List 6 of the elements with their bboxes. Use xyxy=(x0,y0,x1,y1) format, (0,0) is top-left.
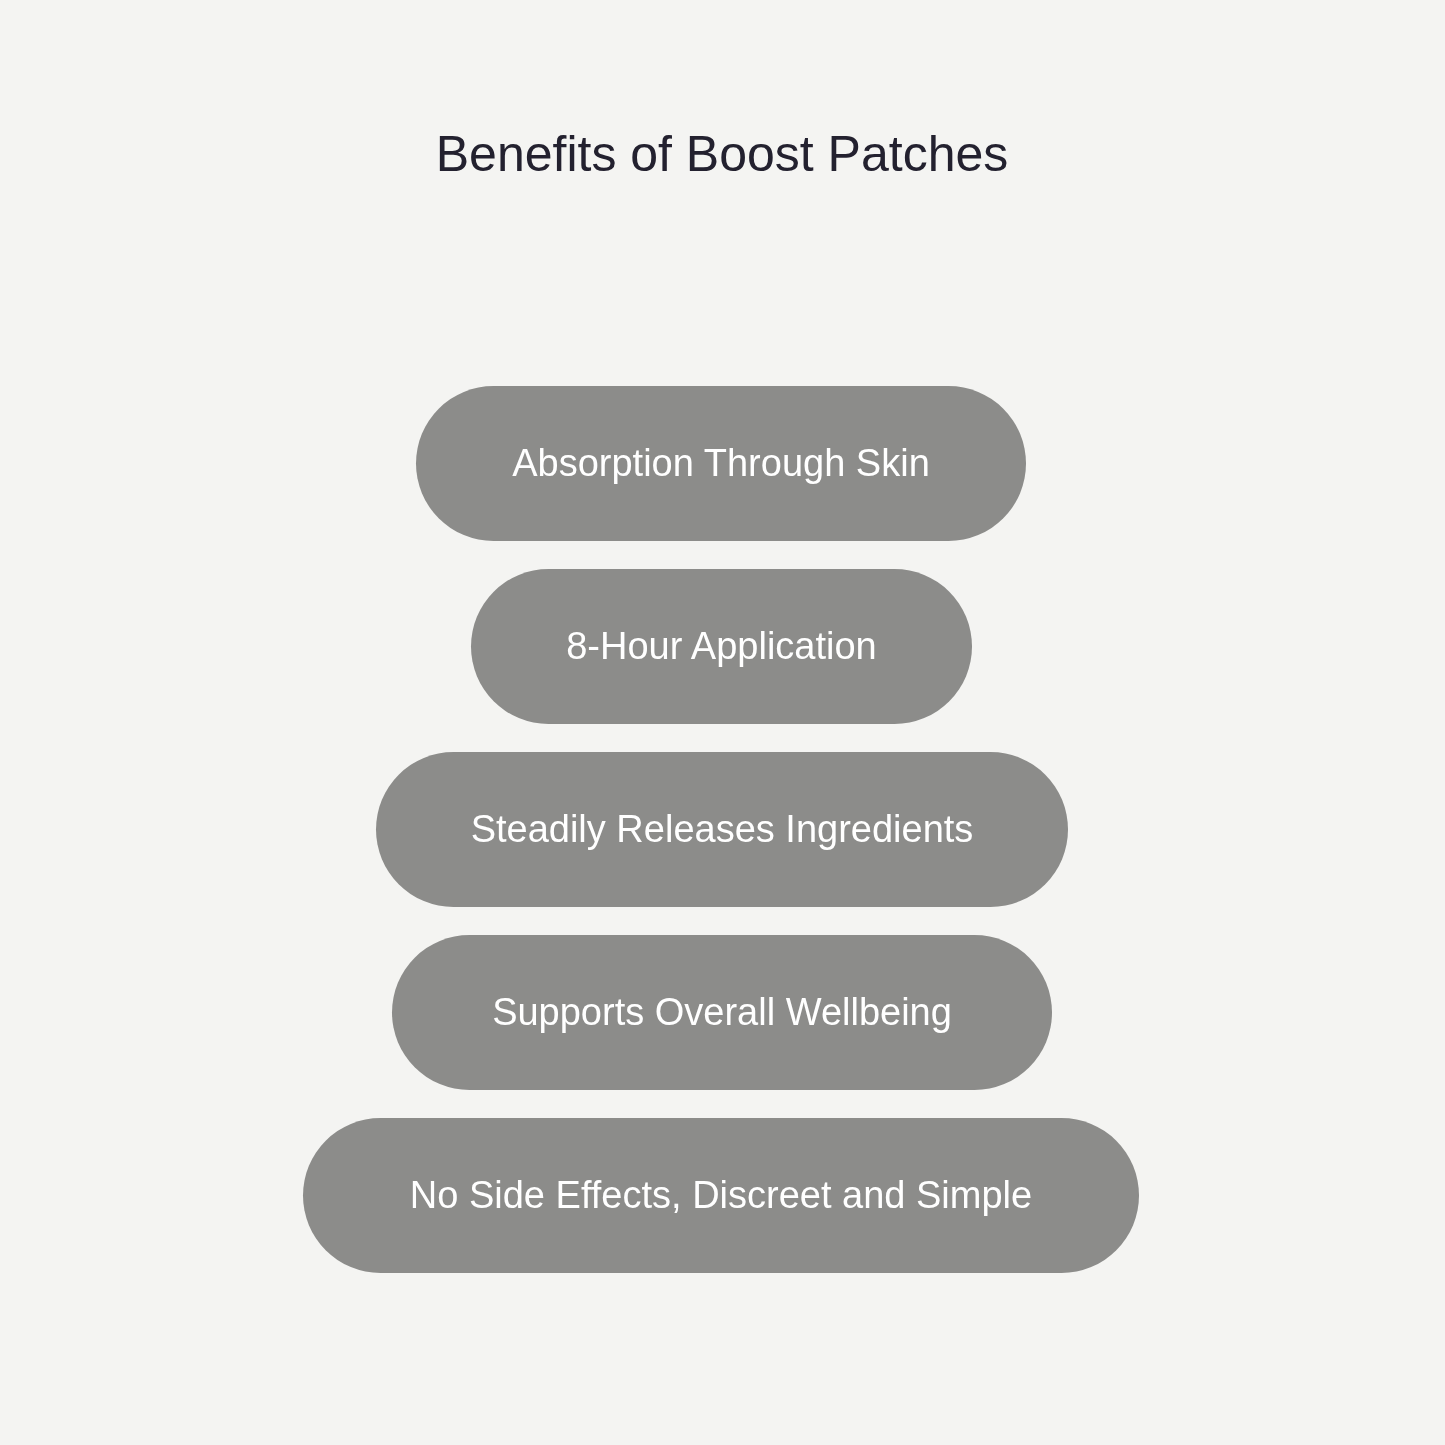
title: Benefits of Boost Patches xyxy=(434,125,1010,184)
benefit-text: No Side Effects, Discreet and Simple xyxy=(409,1174,1033,1217)
benefit-text: Supports Overall Wellbeing xyxy=(492,991,952,1034)
benefit-text: Absorption Through Skin xyxy=(512,442,930,485)
benefit-text: 8-Hour Application xyxy=(566,625,877,668)
benefit-text: Steadily Releases Ingredients xyxy=(470,808,974,851)
